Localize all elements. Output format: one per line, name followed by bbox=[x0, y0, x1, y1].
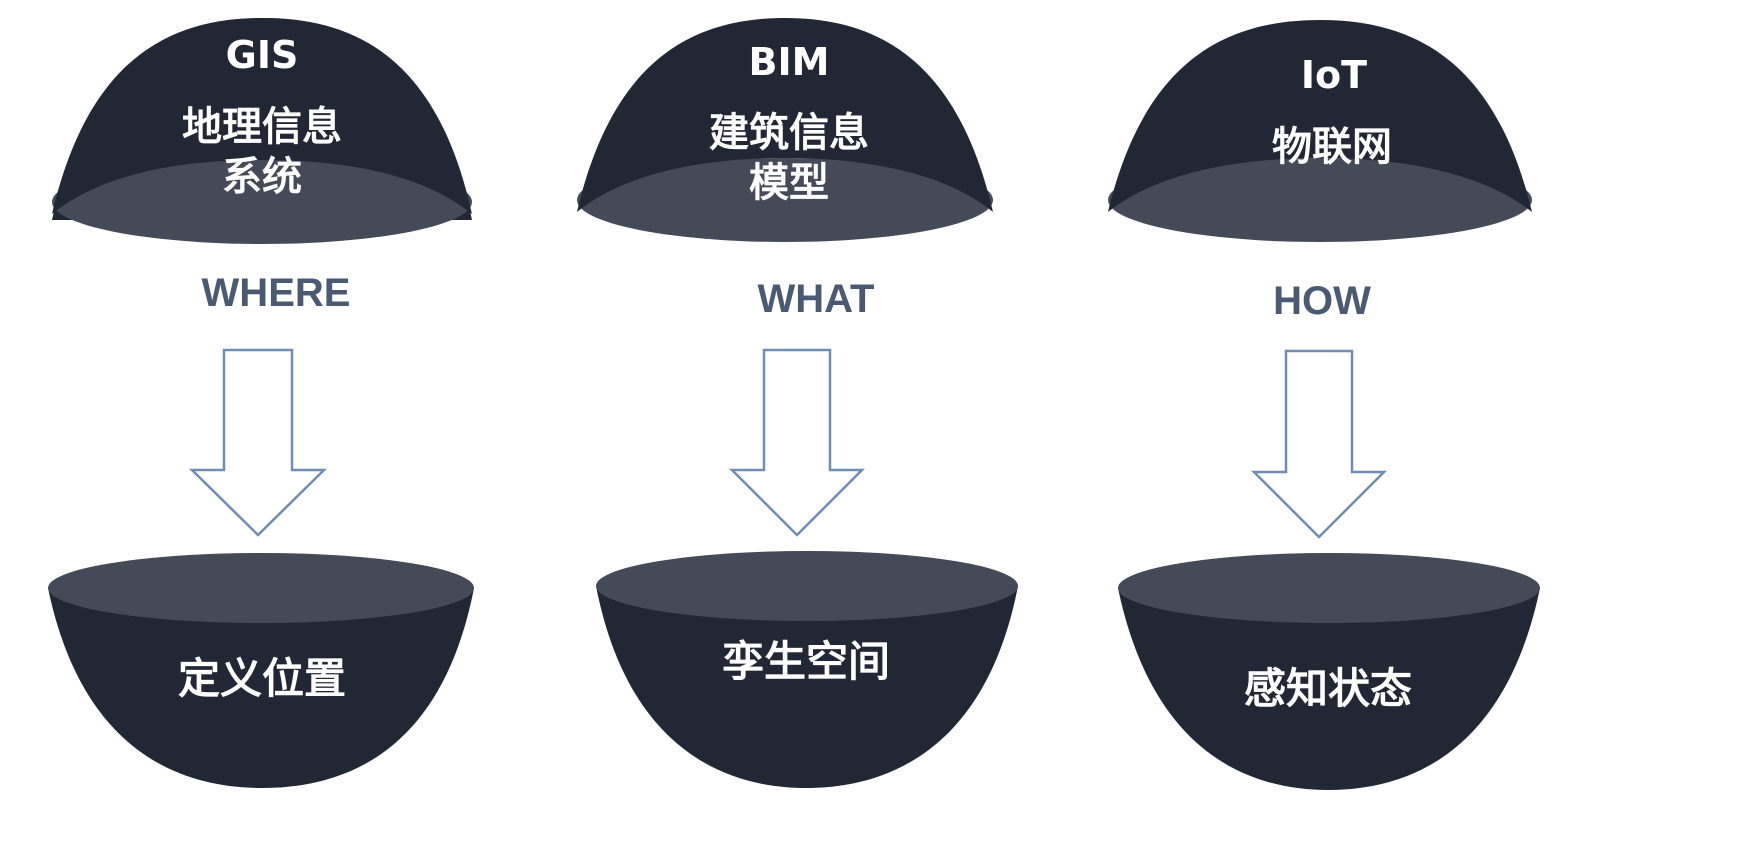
bowl-rim bbox=[596, 551, 1018, 621]
bottom-bowl-iot: 感知状态 bbox=[1118, 553, 1540, 790]
dome-rim bbox=[577, 158, 993, 242]
system-name-line-2: 模型 bbox=[749, 160, 829, 206]
system-name-line-2: 系统 bbox=[222, 154, 302, 200]
result-label: 感知状态 bbox=[1244, 664, 1412, 713]
question-label: WHAT bbox=[758, 277, 875, 321]
result-label: 孪生空间 bbox=[722, 637, 890, 686]
system-code: IoT bbox=[1301, 53, 1367, 97]
dome-rim bbox=[52, 160, 472, 244]
top-dome-iot: IoT 物联网 bbox=[1108, 20, 1532, 242]
bottom-bowl-gis: 定义位置 bbox=[48, 553, 474, 788]
dome-rim bbox=[1108, 158, 1532, 242]
system-name-line-1: 地理信息 bbox=[182, 104, 342, 150]
bowl-rim bbox=[48, 553, 474, 623]
top-dome-bim: BIM 建筑信息 模型 bbox=[577, 18, 993, 242]
system-code: GIS bbox=[226, 33, 299, 77]
top-dome-gis: GIS 地理信息 系统 bbox=[52, 18, 472, 244]
question-label: WHERE bbox=[202, 271, 351, 315]
column-iot: IoT 物联网 HOW 感知状态 bbox=[1108, 20, 1540, 790]
question-label: HOW bbox=[1273, 279, 1371, 323]
column-bim: BIM 建筑信息 模型 WHAT 孪生空间 bbox=[577, 18, 1018, 788]
system-name-line-1: 建筑信息 bbox=[709, 110, 869, 156]
column-gis: GIS 地理信息 系统 WHERE 定义位置 bbox=[48, 18, 474, 788]
system-name-line-1: 物联网 bbox=[1272, 124, 1392, 170]
down-arrow-icon bbox=[188, 348, 328, 537]
bowl-rim bbox=[1118, 553, 1540, 623]
result-label: 定义位置 bbox=[178, 654, 346, 703]
down-arrow-icon bbox=[1250, 349, 1388, 539]
down-arrow-icon bbox=[728, 348, 866, 537]
bottom-bowl-bim: 孪生空间 bbox=[596, 551, 1018, 788]
system-code: BIM bbox=[749, 40, 830, 84]
